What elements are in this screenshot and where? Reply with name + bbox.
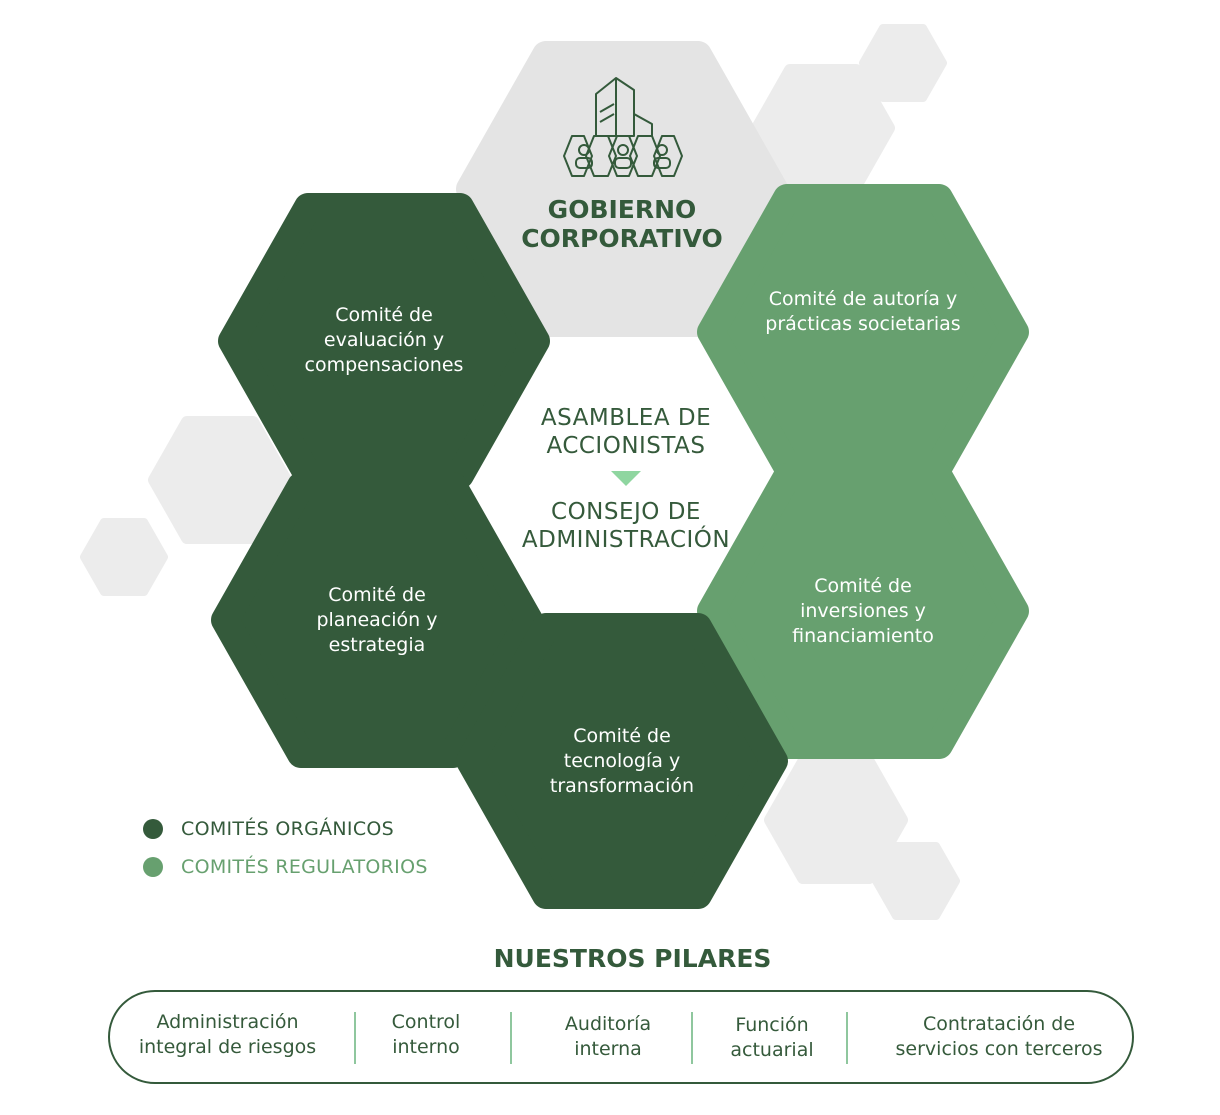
pilar-terceros: Contratación de servicios con terceros	[895, 1013, 1103, 1060]
decor-hex-3	[148, 416, 292, 544]
hex-comite-planeacion: Comité de planeación y estrategia	[211, 472, 543, 768]
pilar-divider	[846, 1012, 848, 1064]
consejo-label: CONSEJO DE ADMINISTRACIÓN	[521, 499, 731, 553]
label-comite-inversiones: Comité de inversiones y financiamiento	[792, 574, 934, 647]
decor-hex-4	[80, 518, 168, 596]
decor-hex-6	[872, 842, 960, 920]
legend-regulatorios: COMITÉS REGULATORIOS	[143, 856, 428, 878]
pilar-auditoria: Auditoría interna	[564, 1013, 652, 1060]
building-people-icon	[563, 77, 683, 177]
label-comite-tecnologia: Comité de tecnología y transformación	[549, 724, 695, 797]
pilar-control: Control interno	[391, 1011, 461, 1058]
legend-text-organicos: COMITÉS ORGÁNICOS	[181, 818, 395, 840]
asamblea-label: ASAMBLEA DE ACCIONISTAS	[540, 405, 712, 459]
pilar-divider	[354, 1012, 356, 1064]
pilar-actuarial: Función actuarial	[730, 1014, 814, 1061]
hex-comite-inversiones: Comité de inversiones y financiamiento	[697, 463, 1029, 759]
hex-comite-tecnologia: Comité de tecnología y transformación	[456, 613, 788, 909]
pilar-divider	[691, 1012, 693, 1064]
pilares-title: NUESTROS PILARES	[493, 944, 772, 973]
gobierno-title: GOBIERNO CORPORATIVO	[521, 195, 723, 253]
pilar-riesgos: Administración integral de riesgos	[138, 1011, 317, 1058]
legend-organicos: COMITÉS ORGÁNICOS	[143, 818, 394, 840]
label-comite-autoria: Comité de autoría y prácticas societaria…	[765, 288, 961, 335]
triangle-down-icon	[611, 471, 641, 486]
pilar-divider	[510, 1012, 512, 1064]
decor-hex-1	[859, 24, 947, 102]
legend-dot-organicos	[143, 819, 163, 839]
legend-text-regulatorios: COMITÉS REGULATORIOS	[181, 856, 428, 878]
gobierno-hex	[456, 41, 788, 337]
pilares-container	[108, 990, 1134, 1084]
label-comite-evaluacion: Comité de evaluación y compensaciones	[304, 303, 464, 376]
label-comite-planeacion: Comité de planeación y estrategia	[316, 583, 438, 656]
decor-hex-5	[764, 756, 908, 884]
legend-dot-regulatorios	[143, 857, 163, 877]
